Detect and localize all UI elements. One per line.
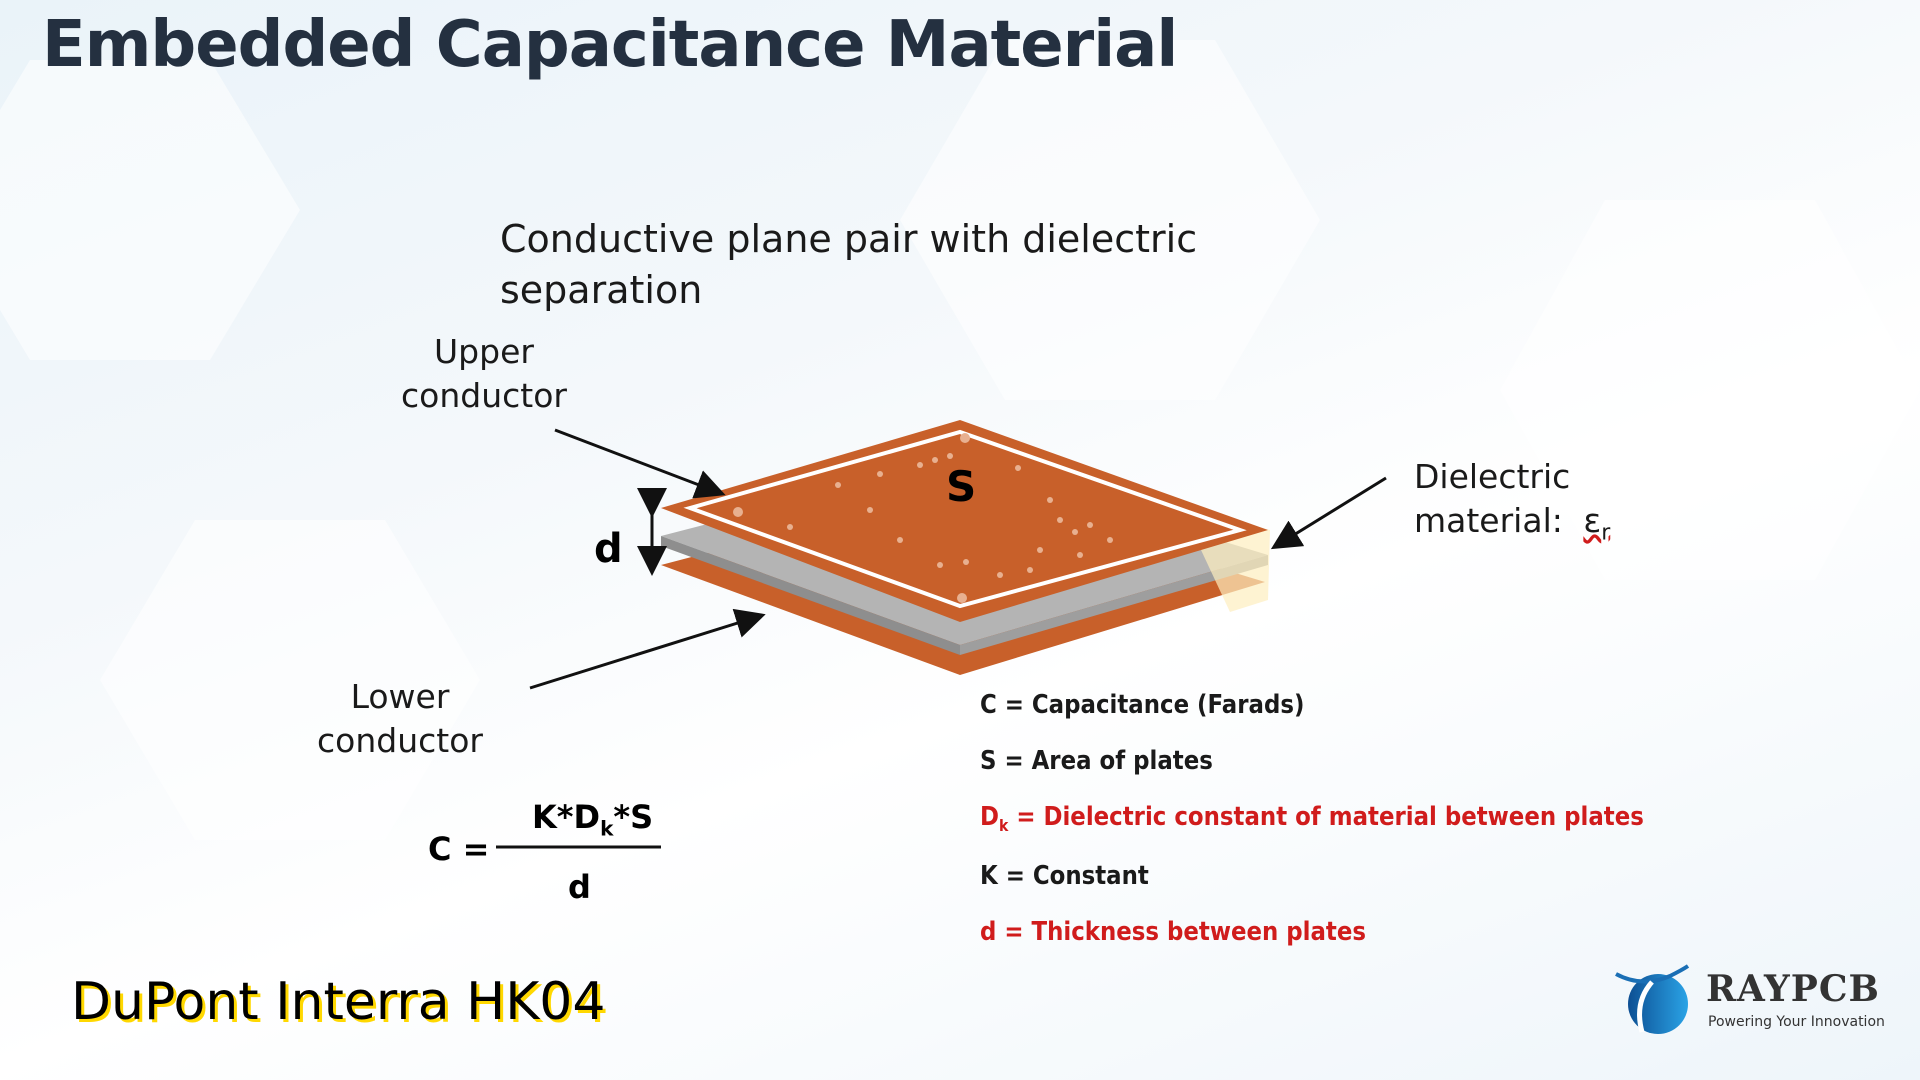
legend-dielectric-constant: Dk = Dielectric constant of material bet… [980,802,1644,835]
epsilon-sub: r [1601,520,1611,546]
legend-thickness: d = Thickness between plates [980,917,1367,947]
diagram-heading: Conductive plane pair with dielectric se… [500,217,1198,312]
dk-sub: k [999,816,1009,836]
label-line: conductor [401,376,567,415]
legend-constant: K = Constant [980,861,1149,891]
label-line: conductor [317,721,483,760]
legend-area: S = Area of plates [980,746,1213,776]
bg-hex [900,40,1320,400]
material-name: DuPont Interra HK04 [71,972,606,1032]
epsilon: ε [1583,501,1602,540]
logo-tagline: Powering Your Innovation [1708,1014,1885,1030]
formula-numerator: K*Dk*S [532,798,653,840]
dk: D [980,802,1000,832]
page-title: Embedded Capacitance Material [42,8,1178,82]
label-line: Dielectric [1414,457,1571,496]
epsilon-symbol: εr [1583,501,1610,546]
area-s-label: S [946,462,977,511]
formula-denominator: d [568,868,591,906]
formula-lhs: C = [428,830,490,868]
legend-capacitance: C = Capacitance (Farads) [980,690,1305,720]
upper-conductor-plate [661,420,1268,622]
dielectric-label: Dielectric material: εr [1414,455,1610,556]
label-line: Upper [434,332,534,371]
label-line: Lower [350,677,450,716]
dk-text: = Dielectric constant of material betwee… [1008,802,1644,832]
raypcb-logo-icon [1612,962,1692,1038]
label-line: material: [1414,501,1563,540]
d-label: d [594,526,623,572]
num-b: *S [613,798,654,836]
num-a: K*D [532,798,601,836]
upper-conductor-label: Upper conductor [384,330,584,418]
lower-conductor-label: Lower conductor [300,675,500,763]
num-sub: k [600,816,614,841]
logo-name: RAYPCB [1706,968,1880,1010]
